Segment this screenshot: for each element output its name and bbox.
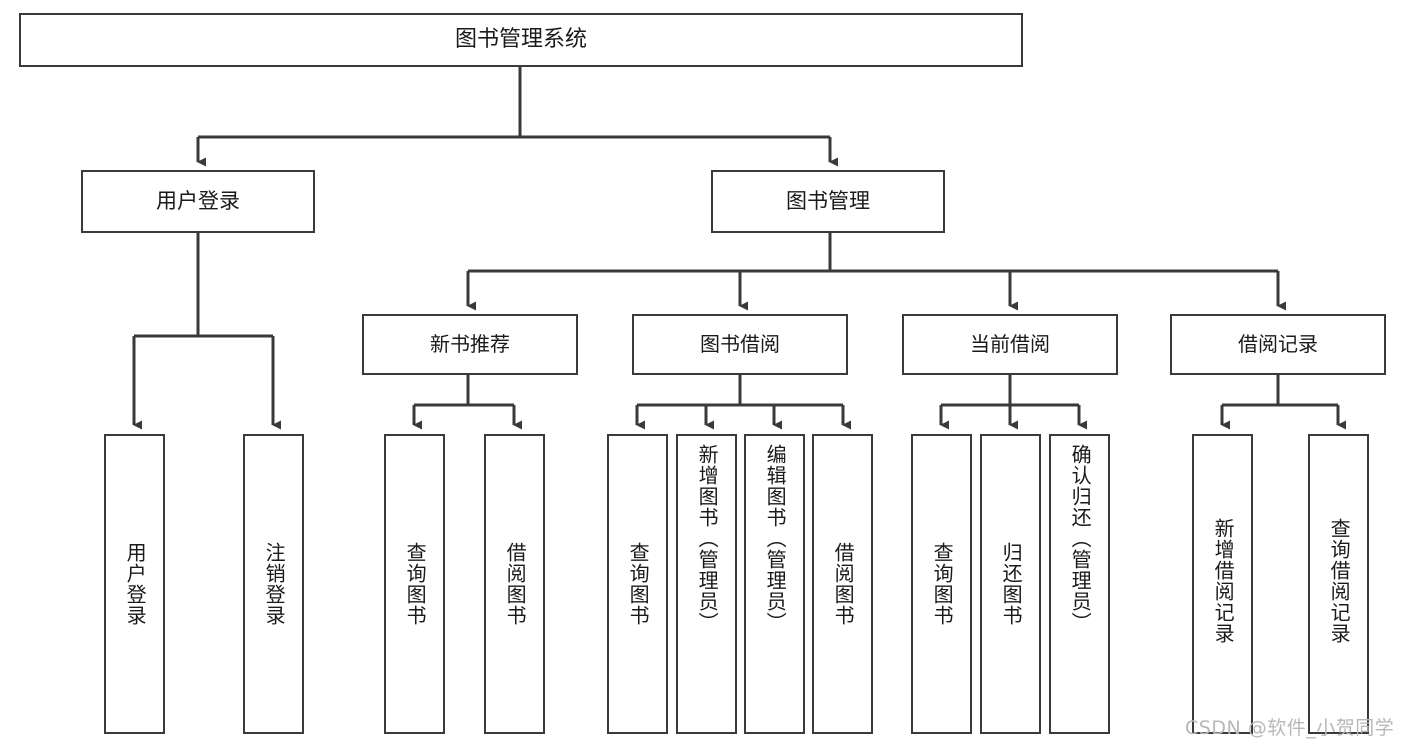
node-label: 借阅图书 [831, 542, 856, 626]
leaf-confirm-return-admin[interactable]: 确认归还（管理员） [1049, 434, 1110, 734]
leaf-query-borrow-record[interactable]: 查询借阅记录 [1308, 434, 1369, 734]
node-label: 查询图书 [626, 542, 651, 626]
leaf-query-book-newbook[interactable]: 查询图书 [384, 434, 445, 734]
node-book-management[interactable]: 图书管理 [711, 170, 945, 233]
node-book-borrow[interactable]: 图书借阅 [632, 314, 848, 375]
node-user-login[interactable]: 用户登录 [81, 170, 315, 233]
leaf-logout[interactable]: 注销登录 [243, 434, 304, 734]
node-label: 图书管理系统 [454, 26, 587, 52]
leaf-user-login[interactable]: 用户登录 [104, 434, 165, 734]
leaf-add-book-admin[interactable]: 新增图书（管理员） [676, 434, 737, 734]
node-label: 归还图书 [999, 542, 1024, 626]
node-label: 查询借阅记录 [1327, 518, 1352, 644]
leaf-edit-book-admin[interactable]: 编辑图书（管理员） [744, 434, 805, 734]
node-label: 查询图书 [930, 542, 955, 626]
node-label: 新增图书（管理员） [695, 444, 720, 633]
node-label: 图书管理 [786, 189, 870, 214]
leaf-borrow-book[interactable]: 借阅图书 [812, 434, 873, 734]
node-label: 当前借阅 [970, 331, 1050, 356]
node-label: 用户登录 [123, 542, 148, 626]
node-label: 注销登录 [262, 542, 287, 626]
node-label: 新书推荐 [430, 331, 510, 356]
node-label: 确认归还（管理员） [1068, 444, 1093, 633]
node-label: 借阅记录 [1238, 331, 1318, 356]
node-label: 图书借阅 [700, 331, 780, 356]
node-label: 借阅图书 [503, 542, 528, 626]
node-borrow-record[interactable]: 借阅记录 [1170, 314, 1386, 375]
node-label: 编辑图书（管理员） [763, 444, 788, 633]
node-label: 查询图书 [403, 542, 428, 626]
leaf-borrow-book-newbook[interactable]: 借阅图书 [484, 434, 545, 734]
node-label: 用户登录 [156, 189, 240, 214]
node-label: 新增借阅记录 [1211, 518, 1236, 644]
leaf-query-book-borrow[interactable]: 查询图书 [607, 434, 668, 734]
leaf-return-book[interactable]: 归还图书 [980, 434, 1041, 734]
node-current-borrow[interactable]: 当前借阅 [902, 314, 1118, 375]
leaf-query-book-current[interactable]: 查询图书 [911, 434, 972, 734]
node-new-book-recommend[interactable]: 新书推荐 [362, 314, 578, 375]
watermark-text: CSDN @软件_小贺同学 [1185, 717, 1395, 739]
node-root-system[interactable]: 图书管理系统 [19, 13, 1023, 67]
leaf-add-borrow-record[interactable]: 新增借阅记录 [1192, 434, 1253, 734]
